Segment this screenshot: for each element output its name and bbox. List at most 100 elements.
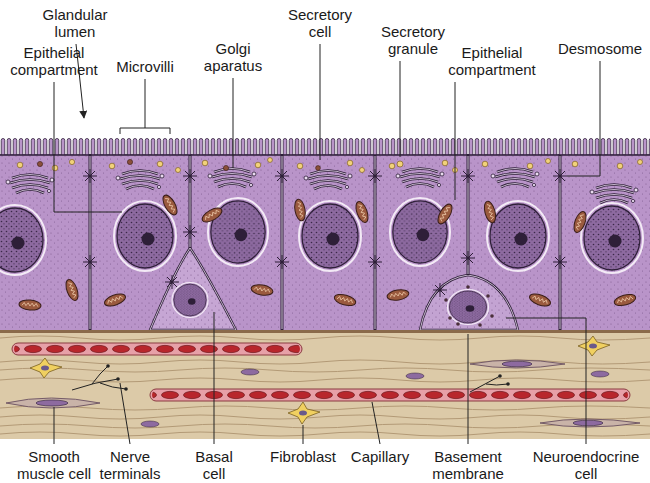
fibroblast: [30, 358, 62, 378]
secretory-granule: [223, 165, 228, 170]
part-label: Capillary: [340, 448, 420, 465]
golgi-apparatus: [396, 169, 444, 188]
mitochondrion: [333, 292, 357, 307]
fibroblast: [288, 402, 320, 424]
capillary: [152, 389, 628, 401]
secretory-granule: [52, 165, 58, 171]
part-label: Desmosome: [555, 40, 645, 57]
neuroendocrine-granule: [444, 298, 448, 302]
secretory-granule: [389, 163, 395, 169]
desmosome: [553, 169, 567, 183]
apical-surface: [0, 154, 650, 155]
secretory-granule: [347, 160, 353, 166]
nerve-terminal: [72, 364, 510, 392]
fibroblast: [589, 344, 597, 349]
part-label: Epithelial compartment: [444, 44, 540, 78]
leader-line: [54, 82, 122, 212]
nerve-terminal: [106, 364, 110, 368]
leader-line: [455, 82, 456, 200]
leader-line: [120, 79, 170, 134]
mitochondrion: [386, 288, 409, 302]
nucleus: [448, 290, 489, 325]
leader-line: [214, 312, 215, 444]
secretory-granule: [17, 158, 642, 173]
capillary: [14, 343, 300, 355]
desmosome: [553, 255, 567, 269]
leader-line: [372, 402, 380, 444]
mitochondrion: [250, 283, 273, 297]
desmosome: [83, 169, 97, 183]
golgi-apparatus: [208, 169, 256, 188]
smooth-muscle-cell: [470, 360, 565, 368]
secretory-granule: [268, 158, 273, 163]
secretory-granule: [316, 166, 321, 171]
neuroendocrine-granule: [486, 294, 490, 298]
desmosome: [83, 169, 567, 297]
fibroblast: [299, 411, 307, 416]
secretory-granule: [527, 163, 533, 169]
neuroendocrine-cell-body: [420, 275, 518, 330]
nucleus: [487, 201, 549, 271]
part-label: Secretory cell: [280, 6, 360, 40]
desmosome: [368, 255, 382, 269]
secretory-granule: [109, 163, 115, 169]
smooth-muscle-cell: [6, 398, 100, 408]
smooth-muscle-cell: [502, 361, 532, 367]
cell-boundary: [90, 154, 560, 330]
golgi-apparatus: [6, 169, 638, 204]
neuroendocrine-granule: [448, 316, 452, 320]
mitochondrion: [293, 198, 307, 221]
part-label: Fibroblast: [258, 448, 348, 465]
basement-membrane: [0, 330, 650, 333]
secretory-granule: [360, 168, 365, 173]
golgi-apparatus: [116, 171, 164, 190]
secretory-granule: [297, 163, 303, 169]
golgi-apparatus: [590, 185, 638, 204]
part-label: Microvilli: [105, 58, 185, 75]
cell-boundary: [90, 156, 560, 329]
secretory-granule: [397, 161, 403, 167]
smooth-muscle-cell: [36, 400, 68, 406]
mitochondrion: [19, 299, 42, 311]
golgi-apparatus: [491, 169, 539, 188]
part-label: Smooth muscle cell: [6, 448, 102, 482]
leader-line: [120, 383, 130, 444]
nerve-terminal: [506, 382, 510, 386]
leader-line: [54, 44, 600, 444]
secretory-granule: [482, 161, 488, 167]
nucleus: [114, 201, 176, 271]
leader-line: [54, 407, 55, 444]
stroma: [0, 333, 650, 439]
stromal-nucleus: [406, 373, 424, 379]
mitochondrion: [572, 210, 589, 234]
secretory-granule: [546, 159, 551, 164]
mitochondrion: [482, 200, 497, 224]
part-label: Golgi aparatus: [198, 40, 268, 74]
leader-line: [303, 425, 304, 444]
secretory-granule: [572, 161, 578, 167]
neuroendocrine-granule: [466, 285, 470, 289]
nucleus: [581, 203, 643, 273]
desmosome: [461, 169, 475, 183]
stromal-nucleus: [141, 421, 159, 427]
cell-boundary: [90, 154, 560, 330]
secretory-granule: [176, 168, 181, 173]
nucleus: [172, 283, 208, 318]
mitochondrion: [64, 278, 81, 302]
capillary: [150, 389, 630, 401]
nerve-terminal: [498, 374, 502, 378]
mitochondrion: [19, 193, 637, 311]
secretory-granule: [69, 159, 74, 164]
neuroendocrine-granule: [490, 314, 494, 318]
mitochondrion: [103, 292, 127, 309]
desmosome: [165, 275, 179, 289]
stroma: [0, 333, 650, 439]
desmosome: [275, 255, 289, 269]
nerve-terminal: [124, 387, 128, 391]
nerve-terminal: [116, 377, 120, 381]
collagen-fiber: [0, 336, 650, 436]
desmosome: [183, 169, 197, 183]
part-label: Glandular lumen: [33, 6, 117, 40]
secretory-granule: [127, 159, 132, 164]
